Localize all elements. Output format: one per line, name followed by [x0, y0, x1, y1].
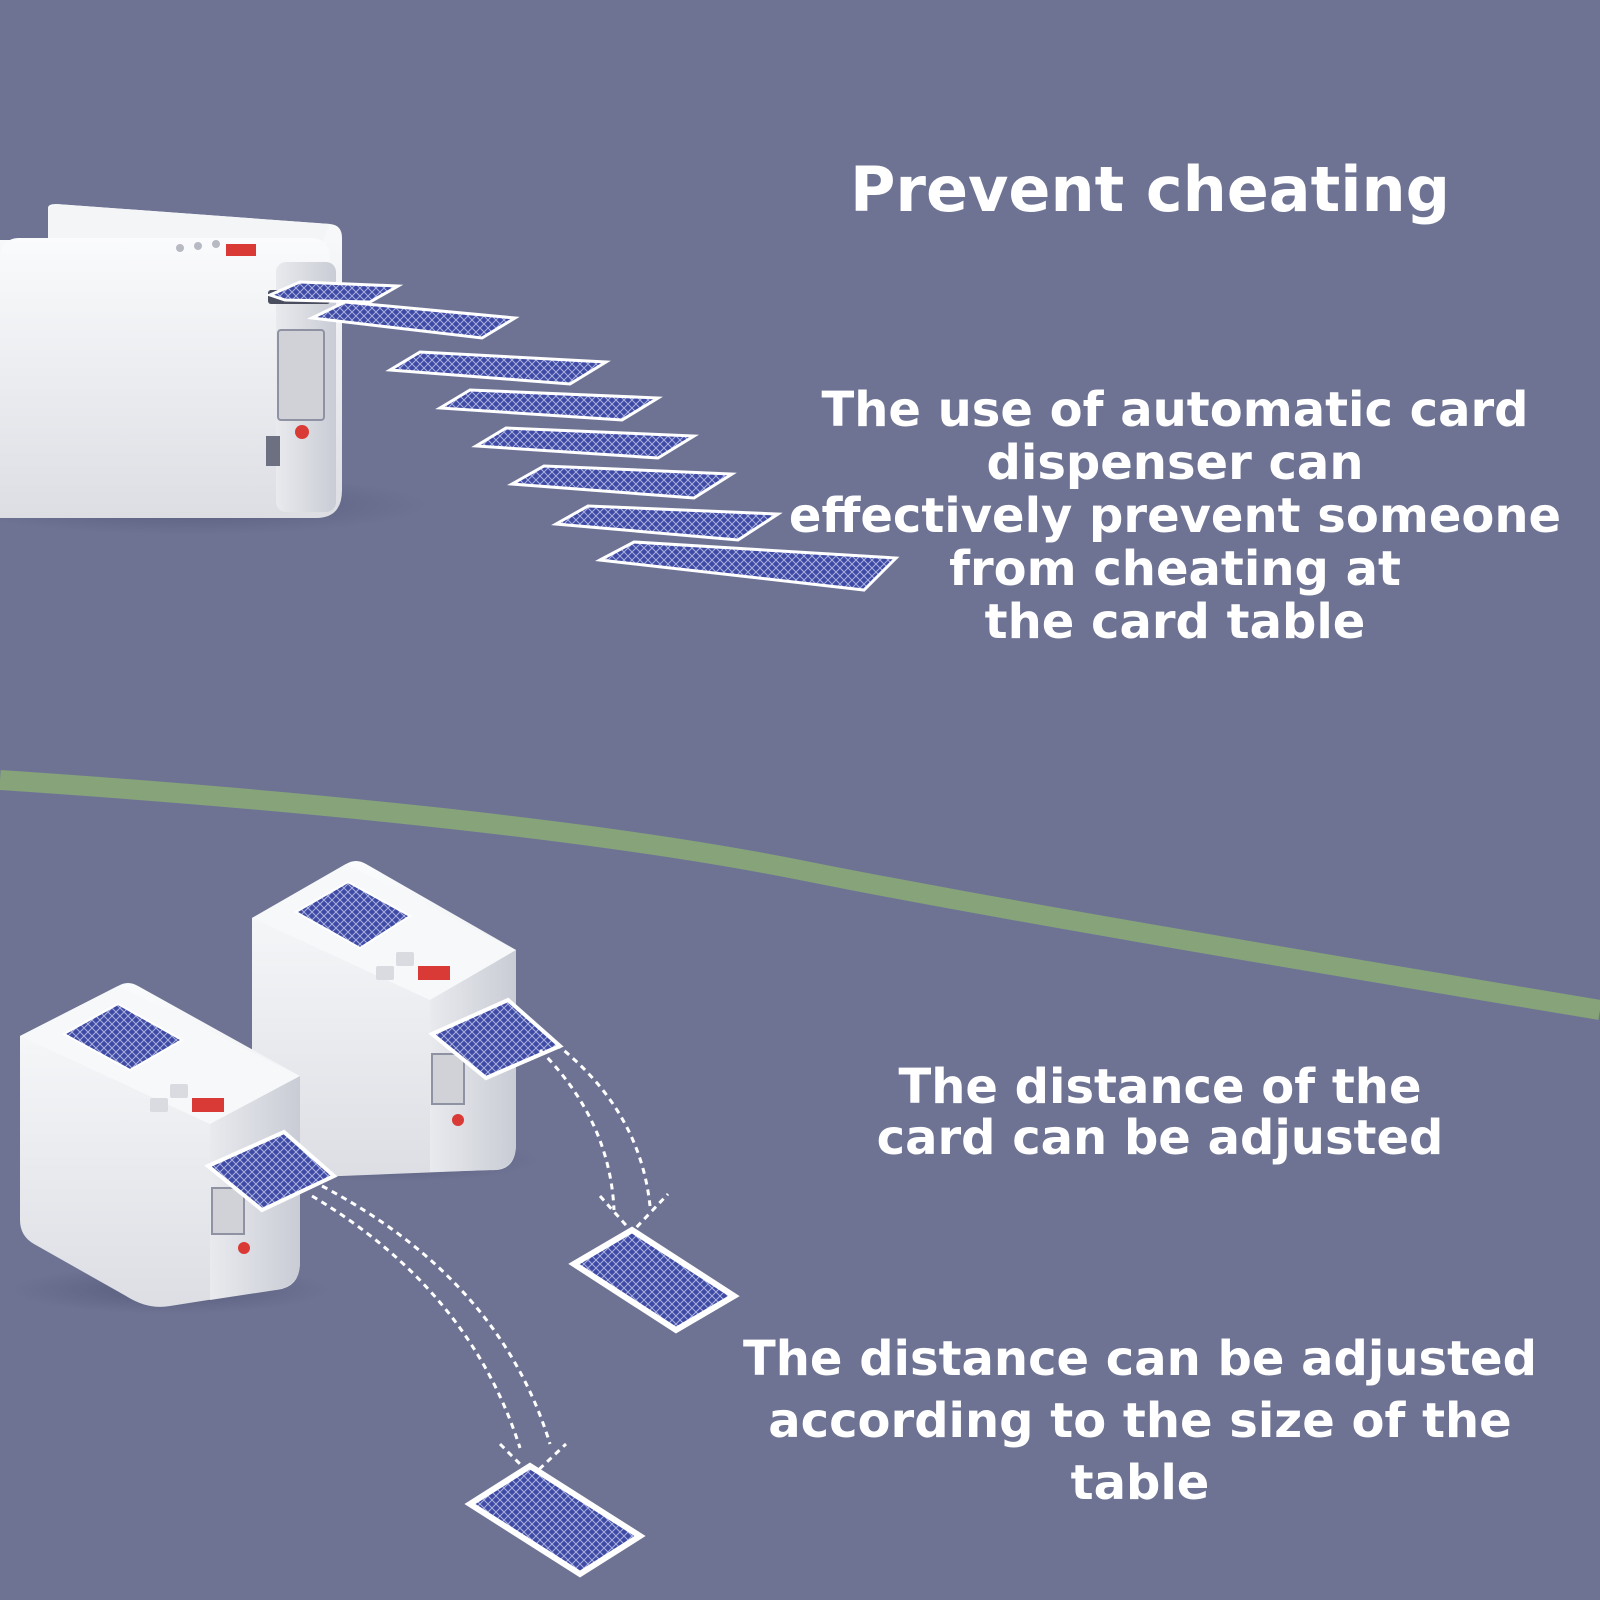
dealt-cards-stream [265, 280, 900, 592]
card-dispenser-back [240, 861, 564, 1182]
anti-cheating-description: The use of automatic card dispenser can … [788, 382, 1562, 650]
landed-card-far [464, 1462, 646, 1578]
distance-trajectory-far [311, 1184, 568, 1479]
headline: Prevent cheating [849, 153, 1451, 226]
card-dispenser-top [0, 204, 430, 535]
card-dispenser-front [10, 983, 338, 1314]
distance-heading: The distance of the card can be adjusted [876, 1059, 1444, 1166]
distance-trajectory-near [538, 1042, 670, 1235]
divider-line [0, 770, 1600, 1020]
distance-description: The distance can be adjusted according t… [743, 1331, 1537, 1511]
landed-card-near [568, 1226, 740, 1334]
